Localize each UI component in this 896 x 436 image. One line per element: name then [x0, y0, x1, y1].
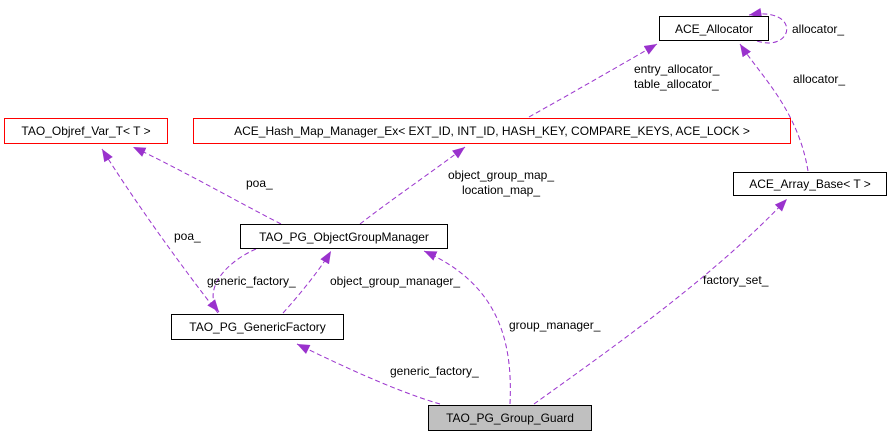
edge-label-entry-table-allocator: entry_allocator_ table_allocator_ — [634, 62, 719, 92]
edge-arraybase-to-allocator — [739, 43, 809, 172]
edge-allocator-self-loop — [748, 7, 788, 44]
node-tao-pg-group-guard: TAO_PG_Group_Guard — [428, 405, 592, 431]
edge-label-factory-set: factory_set_ — [703, 273, 769, 287]
edge-objectgroupmanager-to-genericfactory — [207, 248, 257, 313]
node-ace-hash-map-manager-ex[interactable]: ACE_Hash_Map_Manager_Ex< EXT_ID, INT_ID,… — [193, 118, 791, 144]
edge-label-poa-lower: poa_ — [174, 229, 201, 243]
edge-hashmap-to-allocator — [528, 43, 658, 118]
edge-groupguard-to-objectgroupmanager — [423, 250, 511, 405]
edge-groupguard-to-genericfactory — [296, 343, 441, 405]
edge-genericfactory-to-objref-poa — [101, 148, 219, 314]
edge-label-generic-factory-bottom: generic_factory_ — [390, 364, 479, 378]
edge-label-allocator-array: allocator_ — [793, 72, 846, 86]
edge-label-object-group-map-location-map: object_group_map_ location_map_ — [438, 168, 564, 198]
edge-label-generic-factory-mid: generic_factory_ — [207, 274, 296, 288]
node-tao-pg-objectgroupmanager[interactable]: TAO_PG_ObjectGroupManager — [240, 224, 448, 249]
edge-label-object-group-map: object_group_map_ — [447, 168, 555, 182]
edge-objectgroupmanager-to-hashmap — [359, 146, 466, 225]
node-ace-array-base[interactable]: ACE_Array_Base< T > — [733, 172, 887, 196]
node-tao-pg-genericfactory[interactable]: TAO_PG_GenericFactory — [171, 314, 344, 340]
node-tao-objref-var-t[interactable]: TAO_Objref_Var_T< T > — [4, 118, 168, 144]
edge-genericfactory-to-objectgroupmanager — [282, 250, 332, 314]
edge-objectgroupmanager-to-objref-poa — [132, 146, 282, 225]
edge-label-object-group-manager: object_group_manager_ — [330, 274, 461, 288]
edge-label-poa-upper: poa_ — [246, 176, 273, 190]
edge-groupguard-to-arraybase — [533, 198, 788, 405]
edge-label-location-map: location_map_ — [461, 183, 541, 197]
edge-label-allocator-self: allocator_ — [792, 22, 845, 36]
edge-label-entry-allocator: entry_allocator_ — [634, 62, 720, 76]
node-ace-allocator[interactable]: ACE_Allocator — [659, 16, 769, 41]
edge-label-group-manager: group_manager_ — [509, 318, 601, 332]
edge-label-table-allocator: table_allocator_ — [634, 77, 719, 91]
